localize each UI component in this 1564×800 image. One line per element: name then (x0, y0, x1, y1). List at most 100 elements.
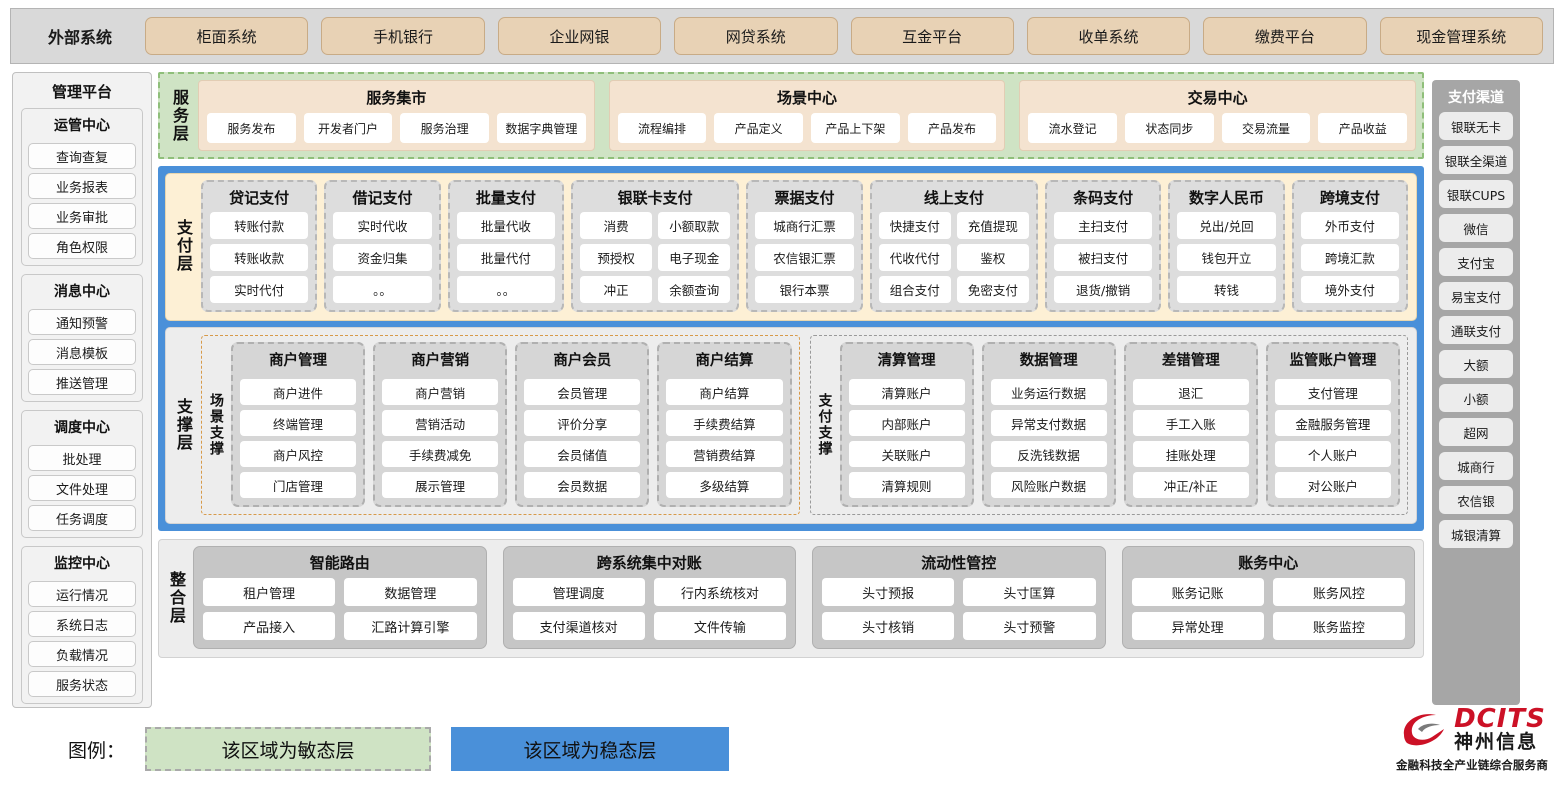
service-item[interactable]: 产品上下架 (811, 113, 900, 143)
support-item[interactable]: 支付管理 (1274, 379, 1391, 405)
integration-item[interactable]: 异常处理 (1131, 612, 1264, 640)
payment-channel-item[interactable]: 易宝支付 (1439, 282, 1513, 310)
payment-item[interactable]: 农信银汇票 (755, 244, 854, 271)
support-item[interactable]: 展示管理 (382, 472, 499, 498)
service-item[interactable]: 服务发布 (207, 113, 296, 143)
support-item[interactable]: 个人账户 (1274, 441, 1391, 467)
payment-item[interactable]: 小额取款 (658, 212, 731, 239)
payment-item[interactable]: 城商行汇票 (755, 212, 854, 239)
management-item[interactable]: 运行情况 (28, 581, 136, 607)
support-item[interactable]: 多级结算 (666, 472, 783, 498)
support-item[interactable]: 手续费减免 (382, 441, 499, 467)
payment-item[interactable]: 兑出/兑回 (1177, 212, 1276, 239)
integration-item[interactable]: 行内系统核对 (653, 578, 786, 606)
support-item[interactable]: 金融服务管理 (1274, 410, 1391, 436)
support-item[interactable]: 退汇 (1132, 379, 1249, 405)
external-system-item[interactable]: 柜面系统 (145, 17, 309, 55)
support-item[interactable]: 清算规则 (848, 472, 965, 498)
management-item[interactable]: 负载情况 (28, 641, 136, 667)
support-item[interactable]: 冲正/补正 (1132, 472, 1249, 498)
support-item[interactable]: 关联账户 (848, 441, 965, 467)
service-item[interactable]: 流程编排 (617, 113, 707, 143)
service-item[interactable]: 开发者门户 (303, 113, 393, 143)
payment-item[interactable]: 钱包开立 (1177, 244, 1276, 271)
management-item[interactable]: 文件处理 (28, 475, 136, 501)
external-system-item[interactable]: 缴费平台 (1203, 17, 1367, 55)
integration-item[interactable]: 账务风控 (1272, 578, 1405, 606)
payment-item[interactable]: 快捷支付 (878, 212, 951, 239)
support-item[interactable]: 清算账户 (848, 379, 965, 405)
payment-item[interactable]: 退货/撤销 (1053, 276, 1153, 303)
payment-item[interactable]: 免密支付 (956, 276, 1029, 303)
support-item[interactable]: 反洗钱数据 (990, 441, 1107, 467)
payment-channel-item[interactable]: 支付宝 (1439, 248, 1513, 276)
external-system-item[interactable]: 手机银行 (321, 17, 485, 55)
payment-item[interactable]: 余额查询 (658, 276, 731, 303)
payment-item[interactable]: 代收代付 (878, 244, 951, 271)
service-item[interactable]: 状态同步 (1125, 113, 1214, 143)
integration-item[interactable]: 产品接入 (203, 612, 336, 640)
external-system-item[interactable]: 现金管理系统 (1379, 17, 1543, 55)
payment-item[interactable]: 组合支付 (878, 276, 951, 303)
payment-item[interactable]: 实时代付 (210, 276, 309, 303)
external-system-item[interactable]: 企业网银 (497, 17, 662, 55)
payment-channel-item[interactable]: 农信银 (1439, 486, 1513, 514)
payment-channel-item[interactable]: 微信 (1439, 214, 1513, 242)
payment-item[interactable]: 资金归集 (333, 244, 432, 271)
management-item[interactable]: 业务审批 (28, 203, 136, 229)
support-item[interactable]: 手工入账 (1132, 410, 1249, 436)
management-item[interactable]: 批处理 (28, 445, 136, 471)
payment-item[interactable]: 鉴权 (956, 244, 1029, 271)
management-item[interactable]: 推送管理 (28, 369, 136, 395)
payment-item[interactable]: 境外支付 (1300, 276, 1399, 303)
payment-item[interactable]: 转钱 (1177, 276, 1276, 303)
payment-channel-item[interactable]: 通联支付 (1439, 316, 1513, 344)
management-item[interactable]: 任务调度 (28, 505, 136, 531)
payment-item[interactable]: 充值提现 (956, 212, 1029, 239)
integration-item[interactable]: 账务监控 (1272, 612, 1405, 640)
support-item[interactable]: 会员数据 (524, 472, 641, 498)
support-item[interactable]: 内部账户 (848, 410, 965, 436)
payment-item[interactable]: 电子现金 (658, 244, 731, 271)
support-item[interactable]: 商户风控 (240, 441, 357, 467)
support-item[interactable]: 营销费结算 (666, 441, 783, 467)
management-item[interactable]: 角色权限 (28, 233, 136, 259)
payment-item[interactable]: 跨境汇款 (1300, 244, 1399, 271)
payment-channel-item[interactable]: 银联全渠道 (1439, 146, 1513, 174)
support-item[interactable]: 终端管理 (240, 410, 357, 436)
support-item[interactable]: 商户结算 (666, 379, 783, 405)
payment-channel-item[interactable]: 超网 (1439, 418, 1513, 446)
support-item[interactable]: 会员管理 (524, 379, 641, 405)
support-item[interactable]: 评价分享 (524, 410, 641, 436)
support-item[interactable]: 对公账户 (1274, 472, 1391, 498)
payment-item[interactable]: 预授权 (580, 244, 653, 271)
payment-channel-item[interactable]: 大额 (1439, 350, 1513, 378)
payment-channel-item[interactable]: 银联CUPS (1439, 180, 1513, 208)
payment-item[interactable]: 批量代付 (456, 244, 556, 271)
integration-item[interactable]: 数据管理 (344, 578, 477, 606)
integration-item[interactable]: 头寸预警 (963, 612, 1096, 640)
integration-item[interactable]: 文件传输 (653, 612, 786, 640)
support-item[interactable]: 会员储值 (524, 441, 641, 467)
management-item[interactable]: 消息模板 (28, 339, 136, 365)
external-system-item[interactable]: 互金平台 (850, 17, 1014, 55)
service-item[interactable]: 交易流量 (1221, 113, 1311, 143)
integration-item[interactable]: 头寸核销 (822, 612, 955, 640)
payment-channel-item[interactable]: 银联无卡 (1439, 112, 1513, 140)
support-item[interactable]: 业务运行数据 (990, 379, 1107, 405)
integration-item[interactable]: 租户管理 (203, 578, 336, 606)
payment-channel-item[interactable]: 城银清算 (1439, 520, 1513, 548)
payment-item[interactable]: 转账收款 (210, 244, 309, 271)
integration-item[interactable]: 账务记账 (1131, 578, 1264, 606)
payment-item[interactable]: 转账付款 (210, 212, 309, 239)
support-item[interactable]: 商户营销 (382, 379, 499, 405)
support-item[interactable]: 挂账处理 (1132, 441, 1249, 467)
payment-channel-item[interactable]: 小额 (1439, 384, 1513, 412)
service-item[interactable]: 数据字典管理 (497, 113, 586, 143)
integration-item[interactable]: 汇路计算引擎 (344, 612, 477, 640)
management-item[interactable]: 系统日志 (28, 611, 136, 637)
support-item[interactable]: 营销活动 (382, 410, 499, 436)
payment-item[interactable]: 外币支付 (1300, 212, 1399, 239)
support-item[interactable]: 风险账户数据 (990, 472, 1107, 498)
payment-item[interactable]: 消费 (580, 212, 653, 239)
